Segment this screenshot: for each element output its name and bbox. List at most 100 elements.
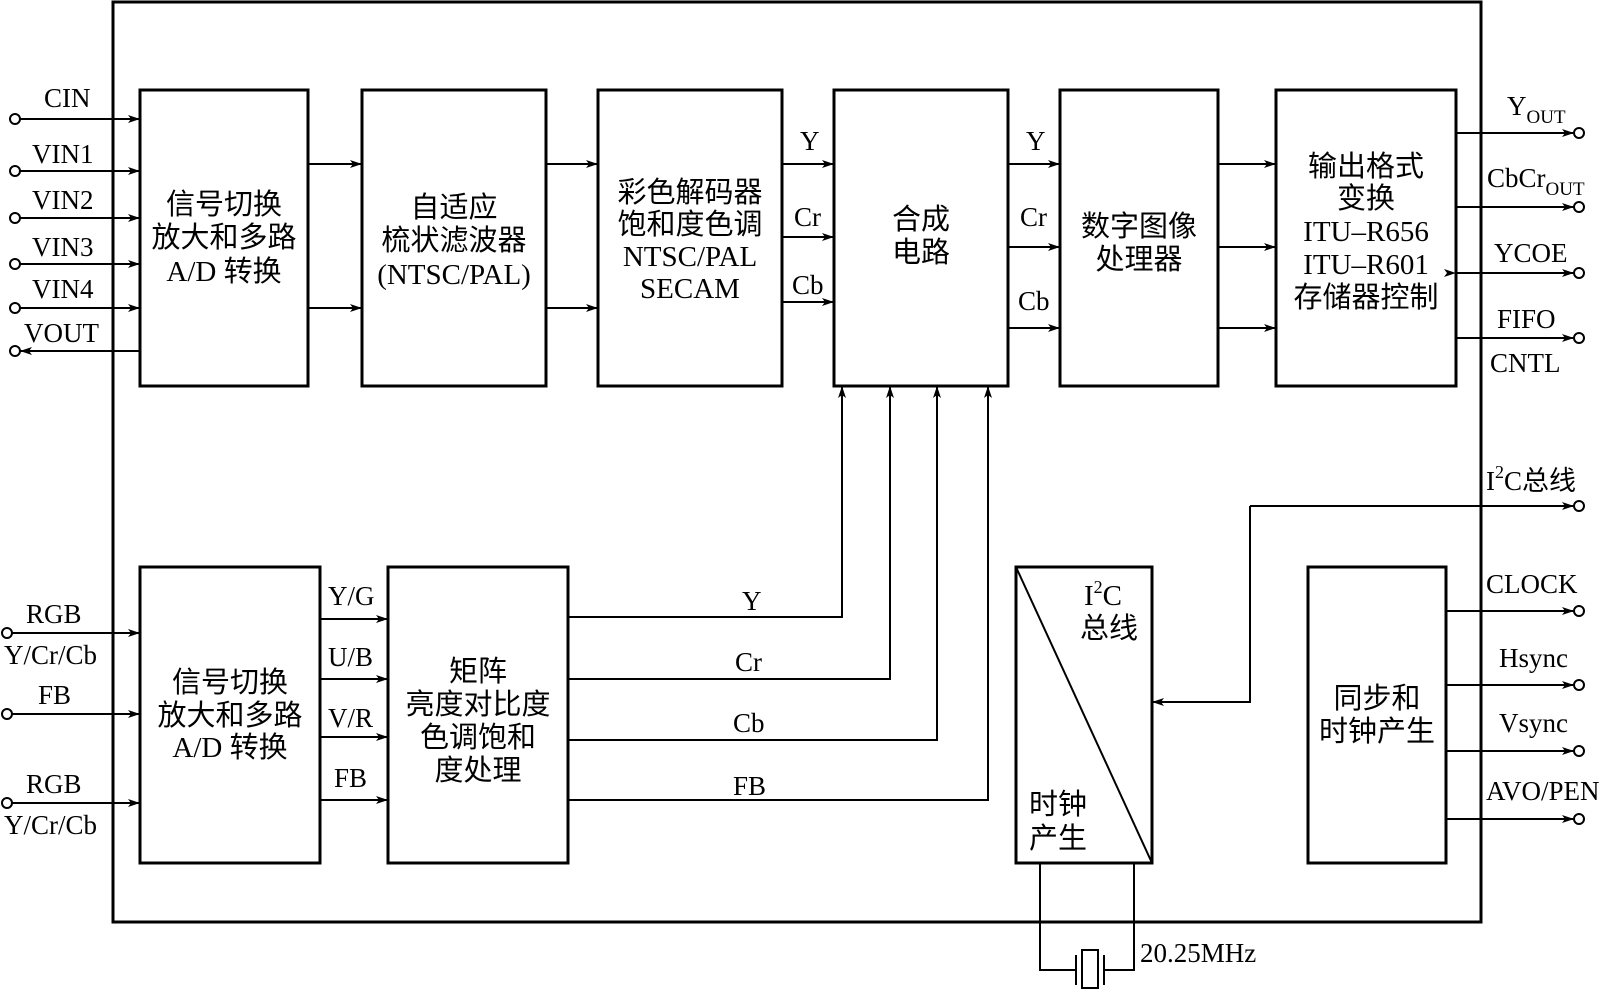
- wire-rgb-yg: Y/G: [320, 581, 388, 623]
- crystal-icon: [1081, 949, 1099, 989]
- block-i2c-clock: I2C 总线 时钟 产生: [1014, 565, 1154, 865]
- io-ycoe-label: YCOE: [1494, 238, 1568, 268]
- input-rgb1: RGB Y/Cr/Cb: [1, 599, 140, 670]
- output-hsync-label: Hsync: [1499, 643, 1568, 673]
- wire-decoder-cr: Cr: [782, 202, 834, 241]
- output-avo-pen-label: AVO/PEN: [1486, 776, 1600, 806]
- block-digital-processor-line1: 数字图像: [1081, 210, 1197, 243]
- input-rgb2: RGB Y/Cr/Cb: [1, 769, 140, 840]
- input-cin-label: CIN: [44, 83, 91, 113]
- input-vin3-label: VIN3: [32, 232, 94, 262]
- block-color-decoder-line1: 彩色解码器: [617, 176, 762, 209]
- block-matrix-line1: 矩阵: [449, 655, 507, 688]
- block-synthesis: 合成 电路: [832, 88, 1010, 388]
- wire-decoder-y: Y: [782, 126, 834, 168]
- wire-rgb-fb: FB: [320, 763, 388, 804]
- output-fifo: FIFO CNTL: [1456, 304, 1585, 378]
- block-matrix-line4: 度处理: [434, 754, 521, 787]
- wire-synthesis-cb: Cb: [1008, 286, 1060, 332]
- block-color-decoder-line4: SECAM: [640, 273, 740, 305]
- block-comb-filter-line1: 自适应: [410, 191, 497, 224]
- wire-synthesis-y: Y: [1008, 126, 1060, 168]
- block-input-switch-line1: 信号切换: [166, 188, 282, 221]
- block-rgb-switch-line3: A/D 转换: [172, 731, 287, 764]
- block-output-format-line1: 输出格式: [1308, 150, 1424, 183]
- block-rgb-switch: 信号切换 放大和多路 A/D 转换: [138, 565, 322, 865]
- output-cbcr: CbCrOUT: [1456, 163, 1585, 213]
- wire-matrix-cb: Cb: [568, 386, 941, 741]
- block-input-switch-line2: 放大和多路: [151, 221, 296, 254]
- crystal-frequency-label: 20.25MHz: [1140, 938, 1256, 968]
- input-cin: CIN: [9, 83, 140, 125]
- block-comb-filter: 自适应 梳状滤波器 (NTSC/PAL): [360, 88, 548, 388]
- wire-decoder-cb: Cb: [782, 270, 834, 306]
- signal-syn-y-label: Y: [1026, 126, 1046, 156]
- wire-matrix-cr: Cr: [568, 386, 894, 680]
- signal-dec-y-label: Y: [800, 126, 820, 156]
- block-synthesis-line1: 合成: [892, 203, 950, 236]
- signal-syn-cr-label: Cr: [1020, 202, 1047, 232]
- input-fb-label: FB: [38, 680, 71, 710]
- signal-rgb-ub-label: U/B: [328, 642, 373, 672]
- input-rgb2-label: RGB: [26, 769, 82, 799]
- output-yout: YOUT: [1456, 91, 1585, 139]
- input-vin2: VIN2: [9, 185, 140, 224]
- block-sync-clock: 同步和 时钟产生: [1306, 565, 1448, 865]
- block-output-format-line5: 存储器控制: [1293, 281, 1438, 314]
- input-rgb1-label: RGB: [26, 599, 82, 629]
- output-vout-label: VOUT: [24, 318, 99, 348]
- block-color-decoder-line3: NTSC/PAL: [623, 241, 757, 273]
- block-input-switch: 信号切换 放大和多路 A/D 转换: [138, 88, 310, 388]
- signal-syn-cb-label: Cb: [1018, 286, 1050, 316]
- io-ycoe: YCOE: [1444, 238, 1585, 279]
- output-vsync: Vsync: [1446, 708, 1585, 757]
- block-i2c-label: I2C: [1084, 577, 1122, 612]
- block-output-format-line3: ITU–R656: [1303, 216, 1429, 248]
- input-ycrcb2-label: Y/Cr/Cb: [4, 810, 97, 840]
- wire-rgb-ub: U/B: [320, 642, 388, 683]
- block-rgb-switch-line1: 信号切换: [172, 666, 288, 699]
- signal-mat-fb-label: FB: [733, 771, 766, 801]
- io-i2c-bus-label: I2C总线: [1486, 462, 1576, 496]
- output-fifo-label: FIFO: [1497, 304, 1556, 334]
- crystal-oscillator: 20.25MHz: [1039, 863, 1256, 989]
- block-digital-processor: 数字图像 处理器: [1058, 88, 1220, 388]
- block-digital-processor-line2: 处理器: [1095, 243, 1182, 276]
- output-hsync: Hsync: [1446, 643, 1585, 691]
- wire-rgb-vr: V/R: [320, 703, 388, 741]
- block-comb-filter-line3: (NTSC/PAL): [377, 259, 531, 291]
- signal-rgb-vr-label: V/R: [328, 703, 373, 733]
- wire-matrix-fb: FB: [568, 386, 992, 801]
- input-vin4: VIN4: [9, 274, 140, 314]
- output-yout-label: YOUT: [1507, 91, 1566, 128]
- signal-rgb-fb-label: FB: [334, 763, 367, 793]
- input-vin2-label: VIN2: [32, 185, 94, 215]
- output-clock-label: CLOCK: [1486, 569, 1578, 599]
- input-vin4-label: VIN4: [32, 274, 94, 304]
- block-synthesis-line2: 电路: [892, 236, 950, 269]
- signal-mat-y-label: Y: [742, 586, 762, 616]
- block-output-format-line4: ITU–R601: [1303, 249, 1429, 281]
- output-cbcr-label: CbCrOUT: [1487, 163, 1585, 200]
- chip-boundary: [111, 0, 1483, 924]
- block-output-format-line2: 变换: [1337, 182, 1395, 215]
- block-clock-label1: 时钟: [1029, 788, 1087, 821]
- output-clock: CLOCK: [1446, 569, 1585, 617]
- signal-rgb-yg-label: Y/G: [328, 581, 375, 611]
- input-ycrcb1-label: Y/Cr/Cb: [4, 640, 97, 670]
- block-i2c-label2: 总线: [1080, 612, 1138, 645]
- signal-dec-cb-label: Cb: [792, 270, 824, 300]
- input-vin1-label: VIN1: [32, 139, 94, 169]
- wire-matrix-y: Y: [568, 386, 846, 618]
- block-input-switch-line3: A/D 转换: [166, 255, 281, 288]
- output-avo-pen: AVO/PEN: [1446, 776, 1600, 825]
- block-sync-clock-line1: 同步和: [1333, 682, 1420, 715]
- signal-dec-cr-label: Cr: [794, 202, 821, 232]
- output-cntl-label: CNTL: [1490, 348, 1561, 378]
- block-i2c-clock-diagonal: [1015, 566, 1153, 864]
- block-output-format: 输出格式 变换 ITU–R656 ITU–R601 存储器控制: [1274, 88, 1458, 388]
- input-vin3: VIN3: [9, 232, 140, 270]
- block-matrix: 矩阵 亮度对比度 色调饱和 度处理: [386, 565, 570, 865]
- output-vout: VOUT: [9, 318, 140, 357]
